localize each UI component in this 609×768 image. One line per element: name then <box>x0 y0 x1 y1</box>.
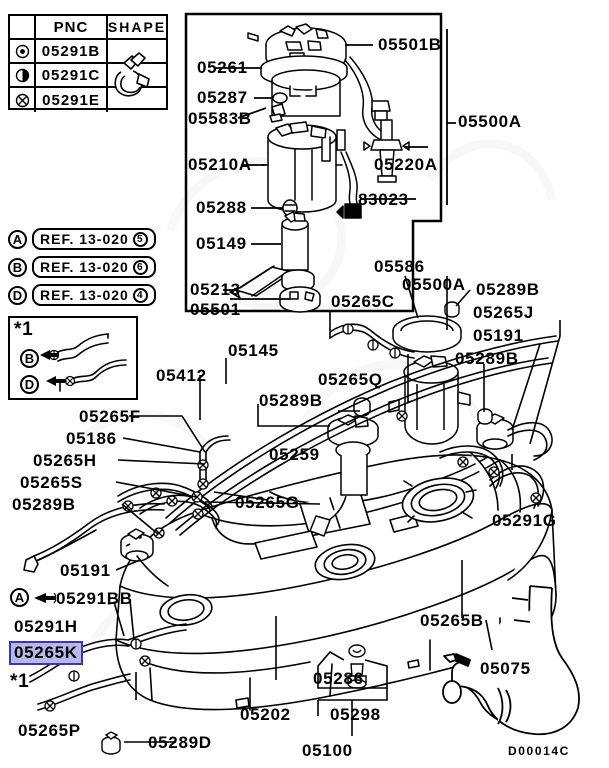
pnc-table-row: 05291C <box>10 64 166 88</box>
pnc-value: 05291C <box>36 64 108 86</box>
star-note-marker: *1 <box>14 319 34 340</box>
inset-label-05210A: 05210A <box>188 155 252 174</box>
label-05075: 05075 <box>480 659 531 678</box>
pnc-header-symbol-cell <box>10 16 36 38</box>
inset-label-05501B: 05501B <box>378 35 442 54</box>
ref-pill-b[interactable]: REF. 13-020 6 <box>32 256 156 278</box>
reference-row-a[interactable]: A REF. 13-020 5 <box>8 228 156 250</box>
label-05412: 05412 <box>156 366 207 385</box>
inset-label-05149: 05149 <box>196 234 247 253</box>
label-05202: 05202 <box>240 705 291 724</box>
label-05265K[interactable]: 05265K <box>9 641 83 665</box>
label-05191-2: 05191 <box>60 561 111 580</box>
pnc-table: PNC SHAPE 05291B 05291C 05291E <box>8 14 168 112</box>
inset-label-83023: 83023 <box>358 190 409 209</box>
label-05500A: 05500A <box>402 275 466 294</box>
label-05586: 05586 <box>374 257 425 276</box>
pnc-table-header-row: PNC SHAPE <box>10 16 166 40</box>
reference-row-d[interactable]: D REF. 13-020 4 <box>8 284 156 306</box>
ref-tag-b: B <box>8 257 27 277</box>
inset-label-05288: 05288 <box>196 198 247 217</box>
label-05265B: 05265B <box>420 611 484 630</box>
label-05291G: 05291G <box>492 511 557 530</box>
pnc-table-row: 05291E <box>10 88 166 112</box>
label-05289D: 05289D <box>148 733 212 752</box>
symbol-circle-dot-icon <box>10 40 36 62</box>
star-note-2-marker: *1 <box>10 671 30 692</box>
label-05259: 05259 <box>269 445 320 464</box>
ref-pill-b-number: 6 <box>132 259 148 275</box>
ref-tag-d: D <box>8 285 27 305</box>
ref-pill-a-text: REF. 13-020 <box>40 231 129 247</box>
label-05145: 05145 <box>228 341 279 360</box>
pnc-value: 05291B <box>36 40 108 62</box>
label-05291H: 05291H <box>14 617 78 636</box>
symbol-circle-half-icon <box>10 64 36 86</box>
label-05265F: 05265F <box>79 407 141 426</box>
ref-pill-d-text: REF. 13-020 <box>40 287 129 303</box>
pnc-header-shape-cell: SHAPE <box>107 19 167 35</box>
label-05265J: 05265J <box>473 303 534 322</box>
label-05291BB: 05291BB <box>56 589 133 608</box>
star-note-tag-b: B <box>20 349 39 368</box>
inset-label-05500A: 05500A <box>458 112 522 131</box>
inset-label-05501: 05501 <box>190 300 241 319</box>
label-05298: 05298 <box>330 705 381 724</box>
inset-label-05220A: 05220A <box>374 155 438 174</box>
star-note-tag-d: D <box>20 375 39 394</box>
inset-label-05213: 05213 <box>190 280 241 299</box>
pnc-table-row: 05291B <box>10 40 166 64</box>
pnc-value: 05291E <box>36 88 108 112</box>
drawing-code: D00014C <box>508 744 570 758</box>
symbol-circle-x-icon <box>10 88 36 112</box>
reference-row-b[interactable]: B REF. 13-020 6 <box>8 256 156 278</box>
pnc-header-pnc-cell: PNC <box>36 16 108 38</box>
ref-pill-a[interactable]: REF. 13-020 5 <box>32 228 156 250</box>
label-05265Q: 05265Q <box>318 370 383 389</box>
label-05289B-1: 05289B <box>476 280 540 299</box>
label-05265P: 05265P <box>18 721 81 740</box>
ref-tag-a: A <box>8 229 27 249</box>
label-05100: 05100 <box>302 741 353 760</box>
label-05186: 05186 <box>66 429 117 448</box>
ref-pill-a-number: 5 <box>132 231 148 247</box>
label-05265G: 05265G <box>235 493 300 512</box>
label-05289B-4: 05289B <box>12 495 76 514</box>
label-05289B-3: 05289B <box>259 391 323 410</box>
label-05289B-2: 05289B <box>455 349 519 368</box>
label-05286: 05286 <box>313 669 364 688</box>
label-05265S: 05265S <box>20 473 83 492</box>
ref-pill-d-number: 4 <box>132 287 148 303</box>
ref-pill-b-text: REF. 13-020 <box>40 259 129 275</box>
inset-label-05287: 05287 <box>197 88 248 107</box>
inset-label-05583B: 05583B <box>188 109 252 128</box>
ref-pill-d[interactable]: REF. 13-020 4 <box>32 284 156 306</box>
label-05191-1: 05191 <box>473 326 524 345</box>
callout-tag-a: A <box>10 588 29 607</box>
label-05265H: 05265H <box>33 451 97 470</box>
label-05265C: 05265C <box>331 292 395 311</box>
inset-label-05261: 05261 <box>197 58 248 77</box>
